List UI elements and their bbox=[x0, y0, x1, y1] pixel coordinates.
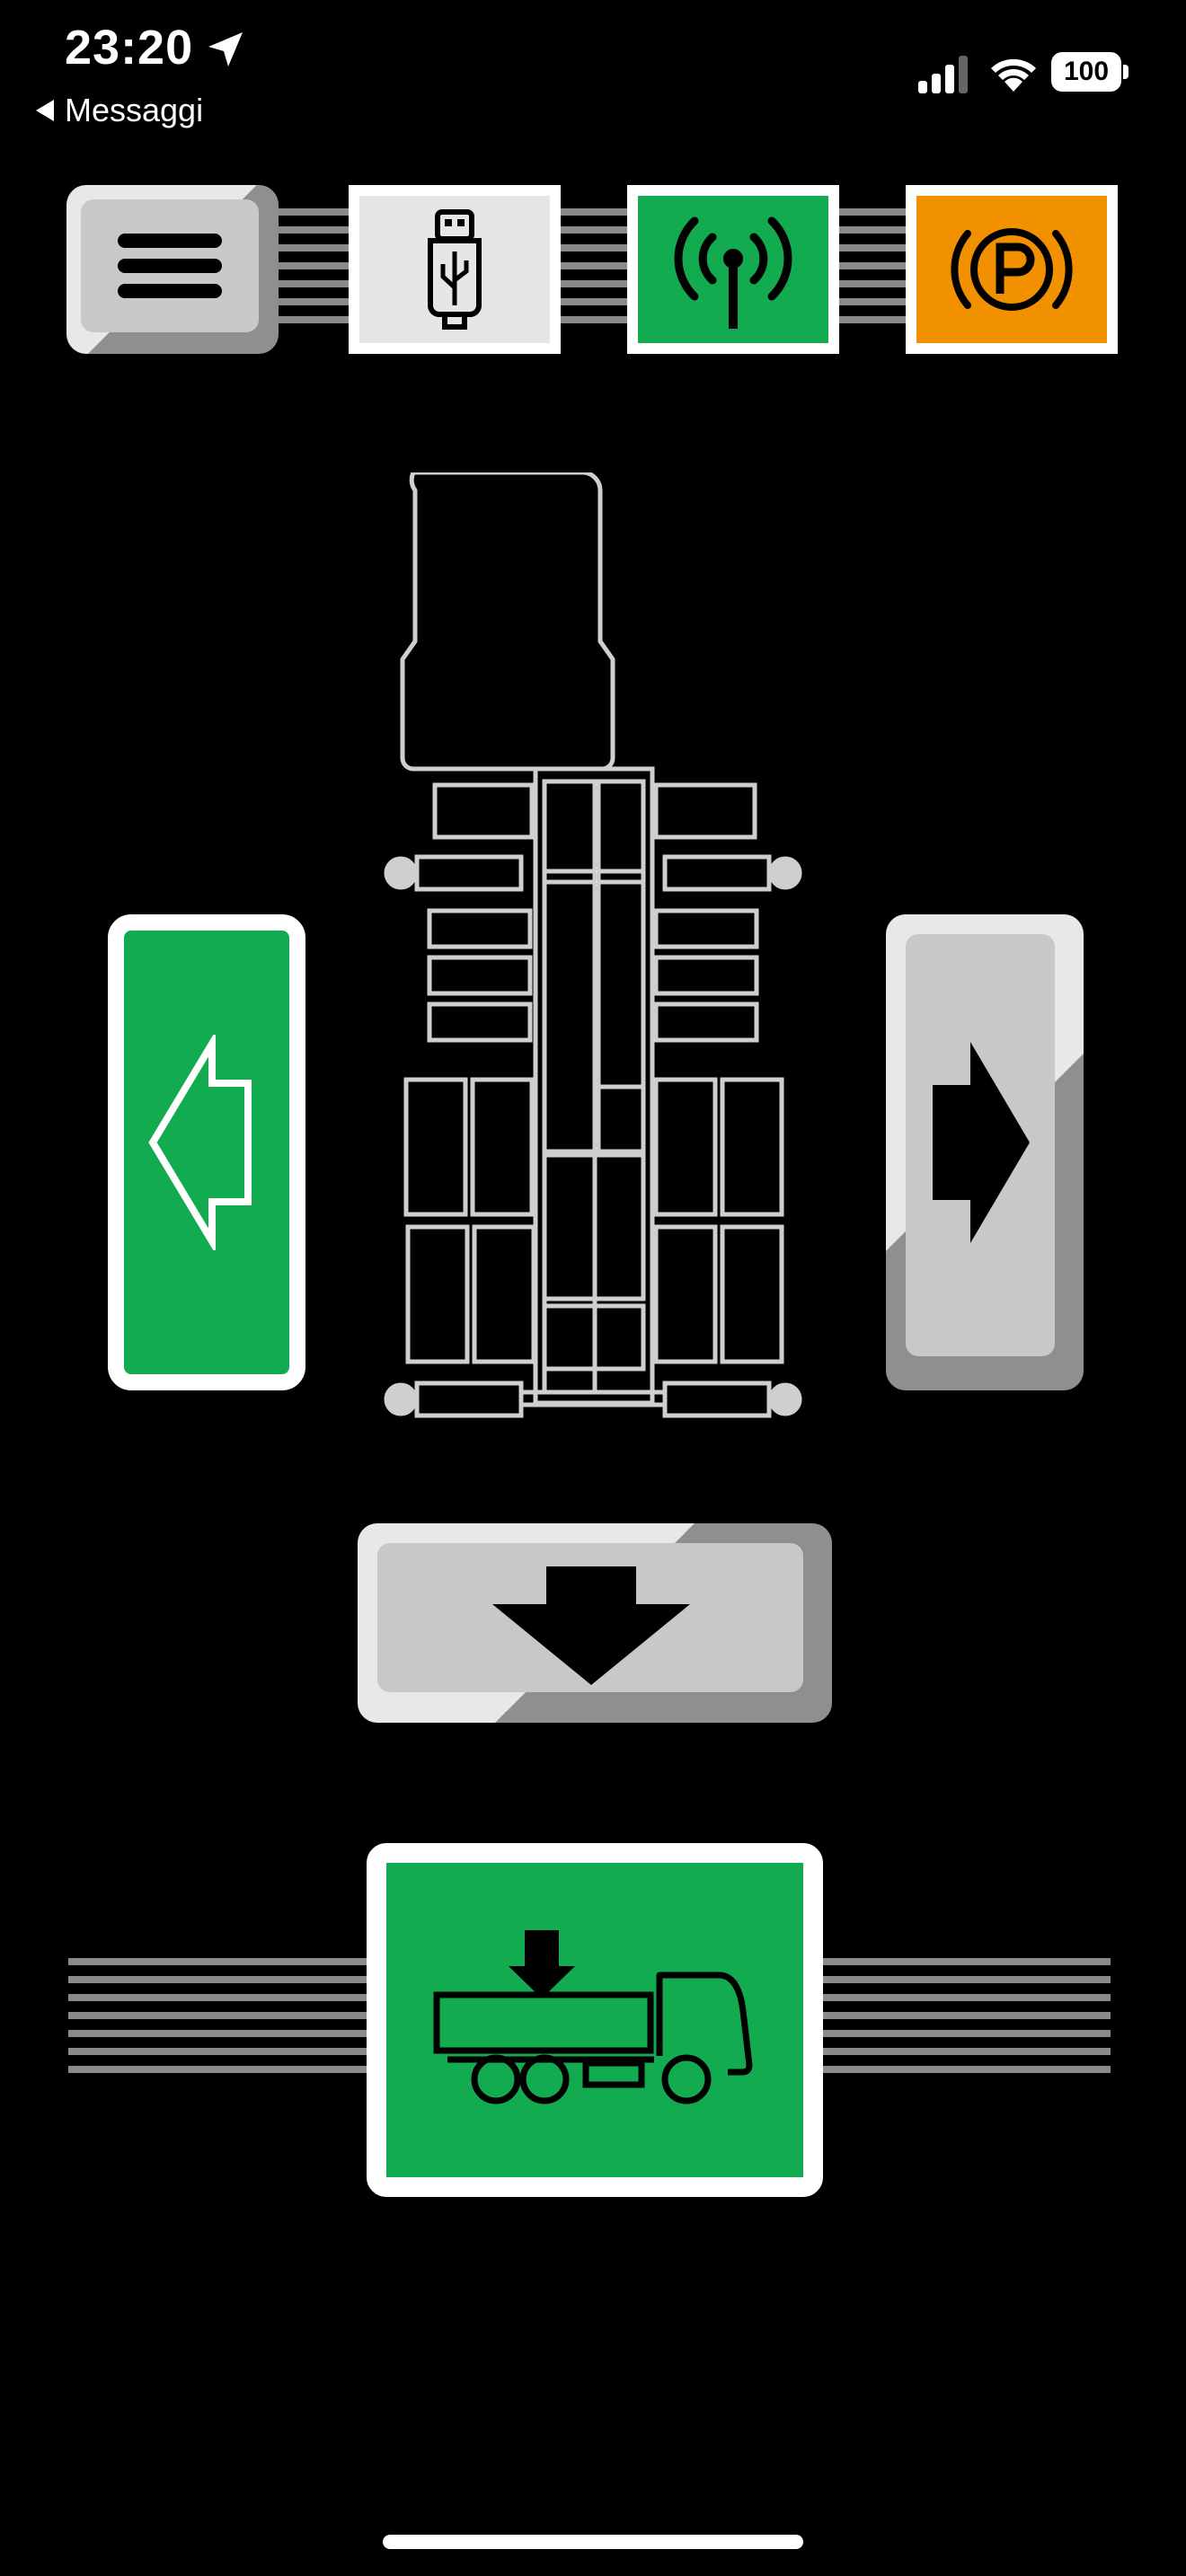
back-triangle-icon bbox=[36, 100, 54, 121]
status-time: 23:20 bbox=[65, 21, 194, 75]
truck-cab-outline bbox=[400, 472, 615, 772]
back-label: Messaggi bbox=[65, 92, 204, 128]
arrow-down-icon bbox=[492, 1566, 690, 1685]
truck-chassis-diagram bbox=[384, 472, 802, 1418]
menu-button[interactable] bbox=[66, 185, 279, 354]
bottom-wires-right bbox=[809, 1958, 1111, 2080]
arrow-left-icon bbox=[148, 1035, 252, 1250]
arrow-right-icon bbox=[933, 1042, 1030, 1243]
steer-left-button[interactable] bbox=[108, 914, 305, 1390]
tipper-truck-unload-icon bbox=[433, 1930, 753, 2104]
back-to-messaggi-link[interactable]: Messaggi bbox=[36, 92, 203, 129]
battery-nub bbox=[1123, 65, 1128, 79]
cellular-signal-icon bbox=[918, 56, 968, 93]
signal-button[interactable] bbox=[627, 185, 839, 354]
parking-brake-icon bbox=[951, 228, 1073, 311]
wifi-icon bbox=[991, 58, 1036, 92]
tipper-unload-button[interactable] bbox=[367, 1843, 823, 2197]
battery-level: 100 bbox=[1051, 52, 1121, 92]
hamburger-icon bbox=[118, 234, 222, 298]
lower-down-button[interactable] bbox=[358, 1523, 832, 1723]
usb-icon bbox=[428, 209, 482, 330]
steer-right-button[interactable] bbox=[886, 914, 1084, 1390]
parking-brake-button[interactable] bbox=[906, 185, 1118, 354]
battery-indicator: 100 bbox=[1051, 52, 1130, 93]
usb-button[interactable] bbox=[349, 185, 561, 354]
location-arrow-icon bbox=[208, 32, 243, 66]
antenna-icon bbox=[674, 216, 792, 329]
home-indicator[interactable] bbox=[383, 2535, 803, 2549]
bottom-wires-left bbox=[68, 1958, 374, 2080]
